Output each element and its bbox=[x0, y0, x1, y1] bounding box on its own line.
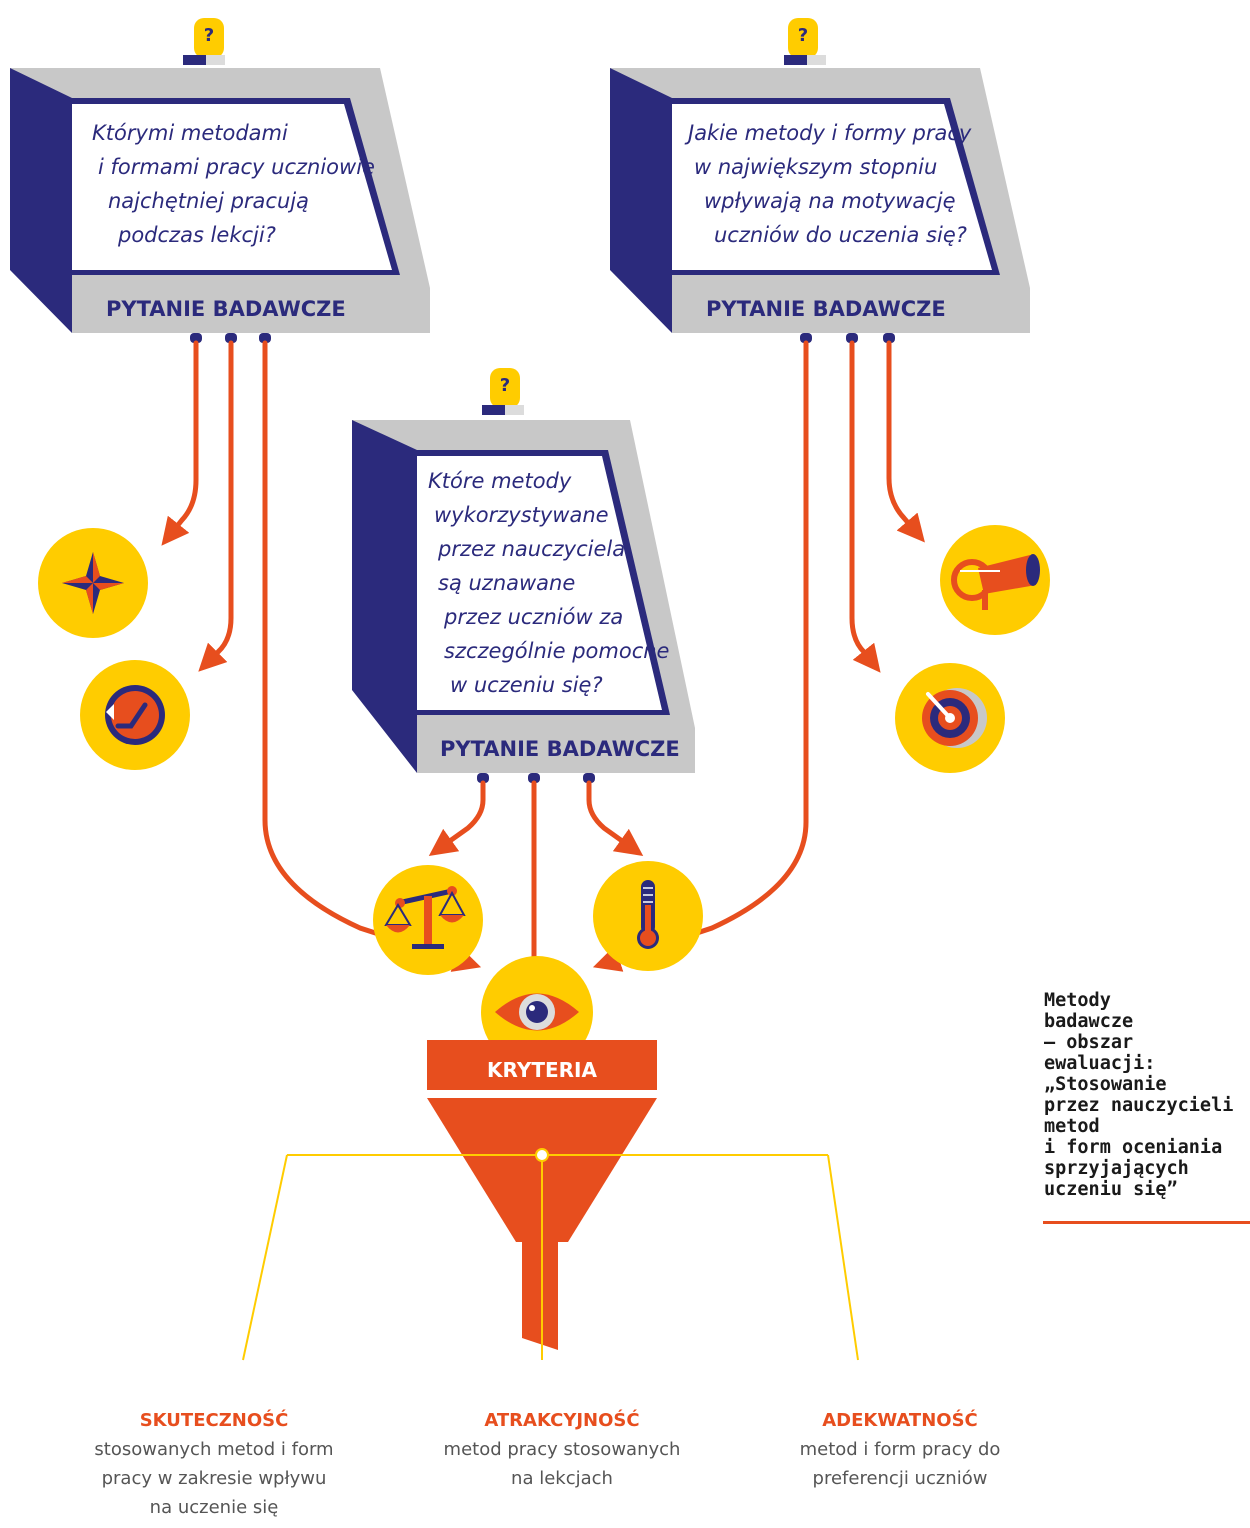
title-line: sprzyjających bbox=[1044, 1158, 1189, 1179]
title-block: Metody badawcze – obszar ewaluacji: „Sto… bbox=[1044, 990, 1250, 1200]
scales-icon bbox=[373, 865, 483, 975]
beacon-light-3 bbox=[490, 368, 520, 408]
funnel-label: KRYTERIA bbox=[487, 1058, 597, 1082]
question-2-label: PYTANIE BADAWCZE bbox=[706, 297, 946, 321]
monitor-2 bbox=[610, 18, 1030, 343]
question-1-label: PYTANIE BADAWCZE bbox=[106, 297, 346, 321]
question-2-line: w największym stopniu bbox=[694, 155, 938, 179]
beacon-mark-1: ? bbox=[203, 25, 215, 46]
title-line: Metody bbox=[1044, 990, 1111, 1011]
horn-icon bbox=[940, 525, 1050, 635]
title-line: metod bbox=[1044, 1116, 1100, 1137]
question-2-line: Jakie metody i formy pracy bbox=[688, 121, 972, 145]
criterion-title: ATRAKCYJNOŚĆ bbox=[484, 1410, 640, 1431]
question-1-line: i formami pracy uczniowie bbox=[98, 155, 375, 179]
target-icon bbox=[895, 663, 1005, 773]
question-3-line: Które metody bbox=[428, 469, 572, 493]
arrows bbox=[161, 340, 925, 1000]
monitor-3 bbox=[352, 368, 695, 783]
question-1-text: Którymi metodami i formami pracy uczniow… bbox=[92, 116, 375, 252]
question-3-line: w uczeniu się? bbox=[450, 673, 603, 697]
criterion-attractiveness: ATRAKCYJNOŚĆ metod pracy stosowanych na … bbox=[412, 1410, 712, 1493]
criterion-line: na uczenie się bbox=[149, 1497, 279, 1518]
title-line: badawcze bbox=[1044, 1011, 1134, 1032]
beacon-light-2 bbox=[788, 18, 818, 58]
criterion-line: stosowanych metod i form bbox=[94, 1439, 334, 1460]
question-1-line: Którymi metodami bbox=[92, 121, 288, 145]
question-2-line: wpływają na motywację bbox=[704, 189, 956, 213]
question-3-line: są uznawane bbox=[438, 571, 576, 595]
criterion-line: na lekcjach bbox=[511, 1468, 613, 1489]
question-3-line: szczególnie pomocne bbox=[444, 639, 670, 663]
compass-rose-icon bbox=[38, 528, 148, 638]
title-line: ewaluacji: bbox=[1044, 1053, 1156, 1074]
question-1-line: najchętniej pracują bbox=[108, 189, 309, 213]
question-3-label: PYTANIE BADAWCZE bbox=[440, 737, 680, 761]
criterion-title: SKUTECZNOŚĆ bbox=[139, 1410, 289, 1431]
criterion-line: preferencji uczniów bbox=[812, 1468, 988, 1489]
beacon-mark-2: ? bbox=[797, 25, 809, 46]
question-1-line: podczas lekcji? bbox=[118, 223, 276, 247]
criterion-description: metod pracy stosowanych na lekcjach bbox=[412, 1435, 712, 1493]
question-3-text: Które metody wykorzystywane przez nauczy… bbox=[428, 464, 669, 702]
title-line: „Stosowanie bbox=[1044, 1074, 1167, 1095]
beacon-mark-3: ? bbox=[499, 375, 511, 396]
criterion-description: metod i form pracy do preferencji ucznió… bbox=[750, 1435, 1050, 1493]
criterion-line: metod pracy stosowanych bbox=[443, 1439, 681, 1460]
question-2-text: Jakie metody i formy pracy w największym… bbox=[688, 116, 971, 252]
question-3-line: przez nauczyciela bbox=[438, 537, 626, 561]
question-3-line: wykorzystywane bbox=[434, 503, 609, 527]
title-line: przez nauczycieli bbox=[1044, 1095, 1234, 1116]
criterion-line: metod i form pracy do bbox=[799, 1439, 1001, 1460]
criterion-effectiveness: SKUTECZNOŚĆ stosowanych metod i form pra… bbox=[64, 1410, 364, 1522]
question-3-line: przez uczniów za bbox=[444, 605, 624, 629]
thermometer-icon bbox=[593, 861, 703, 971]
title-line: i form oceniania bbox=[1044, 1137, 1223, 1158]
criterion-description: stosowanych metod i form pracy w zakresi… bbox=[64, 1435, 364, 1522]
criterion-title: ADEKWATNOŚĆ bbox=[822, 1410, 978, 1431]
monitor-1 bbox=[10, 18, 430, 343]
question-2-line: uczniów do uczenia się? bbox=[714, 223, 967, 247]
title-line: uczeniu się” bbox=[1044, 1179, 1178, 1200]
title-divider bbox=[1043, 1221, 1250, 1224]
clock-icon bbox=[80, 660, 190, 770]
title-line: – obszar bbox=[1044, 1032, 1134, 1053]
criteria-connector bbox=[242, 1148, 859, 1361]
beacon-light-1 bbox=[194, 18, 224, 58]
criterion-adequacy: ADEKWATNOŚĆ metod i form pracy do prefer… bbox=[750, 1410, 1050, 1493]
criterion-line: pracy w zakresie wpływu bbox=[101, 1468, 327, 1489]
